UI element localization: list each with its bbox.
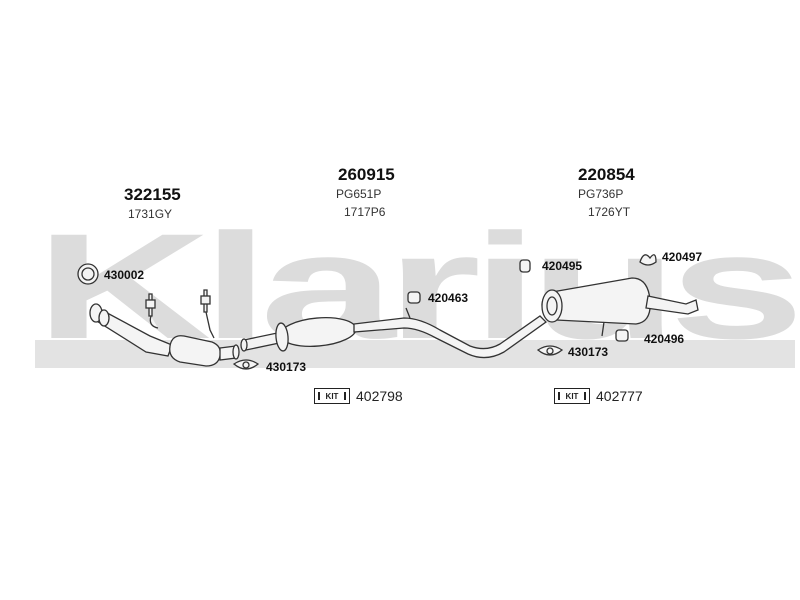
middle-silencer [279,317,357,347]
kit-1: KIT 402798 [314,388,403,404]
assembly-2-part: 260915 [338,165,395,184]
assembly-1-ref: 1731GY [128,207,173,221]
catalytic-converter [169,335,221,367]
assembly-3-ref1: PG736P [578,187,624,201]
intermediate-pipe [353,315,548,359]
assembly-2-ref1: PG651P [336,187,382,201]
tail-pipe [645,295,699,315]
kit-2-number: 402777 [596,388,643,404]
fitting-mount-mid: 420463 [428,291,469,305]
fitting-gasket-2: 430173 [568,345,609,359]
fitting-mount-rear-2: 420497 [662,250,703,264]
kit-2: KIT 402777 [554,388,643,404]
assembly-2-ref2: 1717P6 [344,205,386,219]
mount-420495-icon [519,259,531,273]
assembly-3-ref2: 1726YT [588,205,631,219]
mount-420496-icon [615,329,629,342]
kit-1-number: 402798 [356,388,403,404]
fitting-clamp-front: 430002 [104,268,145,282]
fitting-mount-rear-3: 420496 [644,332,685,346]
fitting-mount-rear-1: 420495 [542,259,583,273]
mount-420497-icon [639,254,657,266]
assembly-1-part: 322155 [124,185,181,204]
kit-2-badge: KIT [554,388,590,404]
mount-420463-icon [407,291,421,304]
kit-1-badge: KIT [314,388,350,404]
fitting-gasket-1: 430173 [266,360,307,374]
assembly-3-part: 220854 [578,165,635,184]
